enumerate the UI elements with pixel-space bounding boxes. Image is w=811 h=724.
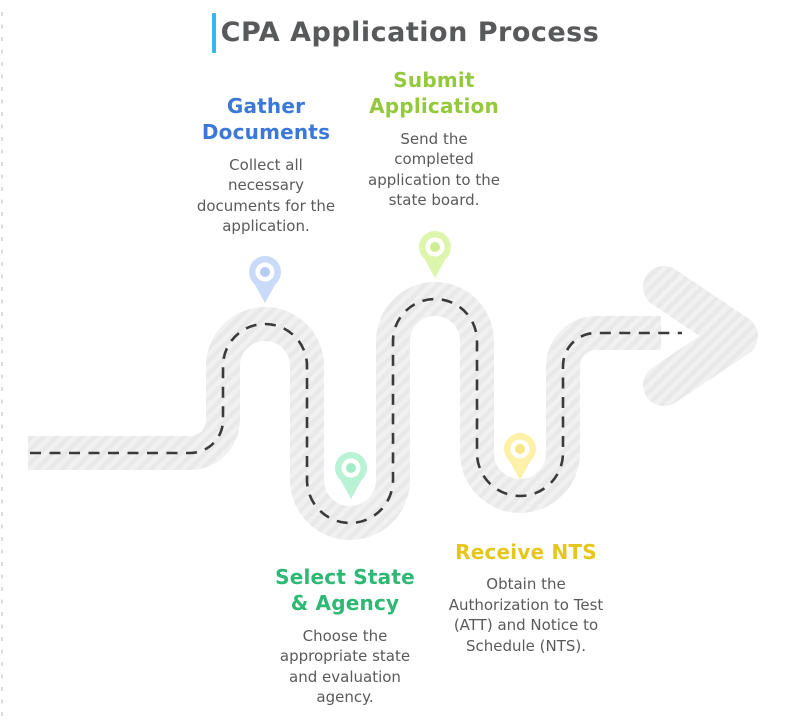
map-pin-submit-application-icon: [419, 231, 451, 278]
step-description: Send the completed application to the st…: [368, 129, 500, 209]
map-pin-select-state-icon: [335, 452, 367, 499]
step-description: Collect all necessary documents for the …: [196, 155, 336, 235]
step-description: Choose the appropriate state and evaluat…: [279, 626, 411, 706]
road-arrowhead-icon: [643, 266, 758, 406]
map-pin-gather-documents-icon: [249, 256, 281, 303]
page-title-row: CPA Application Process: [0, 13, 811, 53]
step-description: Obtain the Authorization to Test (ATT) a…: [448, 575, 604, 655]
step-title: Gather Documents: [201, 94, 331, 145]
road-path: [28, 282, 661, 540]
step-select-state-agency: Select State & Agency Choose the appropr…: [258, 564, 432, 707]
step-submit-application: Submit Application Send the completed ap…: [354, 67, 514, 210]
step-receive-nts: Receive NTS Obtain the Authorization to …: [438, 539, 614, 656]
step-title: Receive NTS: [455, 540, 597, 564]
step-title: Select State & Agency: [275, 565, 415, 616]
step-title: Submit Application: [369, 68, 499, 119]
step-gather-documents: Gather Documents Collect all necessary d…: [186, 93, 346, 236]
edge-dotted-line: [1, 12, 3, 724]
page-title: CPA Application Process: [220, 17, 600, 48]
map-pin-receive-nts-icon: [504, 433, 536, 480]
title-caret: [211, 13, 216, 53]
